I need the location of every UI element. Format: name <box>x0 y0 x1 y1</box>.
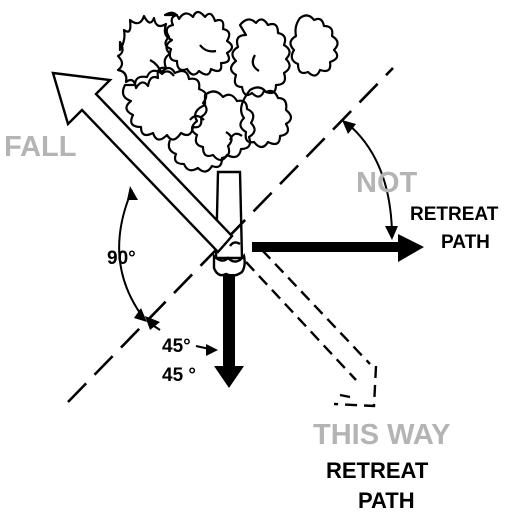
retreat-path-right-line2: PATH <box>441 232 490 253</box>
downward-retreat-arrow <box>214 274 244 388</box>
angle-90-arc <box>118 189 143 317</box>
not-angle-arc <box>347 123 393 233</box>
this-way-label: THIS WAY <box>313 419 451 451</box>
angle-45-label-b: 45 ° <box>162 365 196 386</box>
not-arc-arrowhead-top <box>342 120 356 134</box>
angle-90-arrowhead-top <box>127 186 138 200</box>
not-label: NOT <box>356 167 418 199</box>
retreat-path-bottom-line2: PATH <box>358 488 415 513</box>
retreat-path-bottom-line1: RETREAT <box>326 458 429 483</box>
tree-canopy <box>116 10 339 173</box>
not-retreat-path-arrow <box>252 234 424 262</box>
angle-90-arrowhead-bottom <box>134 308 147 322</box>
not-arc-arrowhead-bottom <box>385 226 398 240</box>
angle-45-label-a: 45° <box>162 336 191 357</box>
retreat-path-dashed-arrow-tip <box>339 393 351 399</box>
angle-45-arrowhead-left <box>145 316 160 330</box>
retreat-path-right-line1: RETREAT <box>410 204 499 225</box>
retreat-path-dashed-arrow <box>245 249 378 408</box>
fall-direction-arrow <box>51 71 234 254</box>
angle-45-arrowhead-right <box>206 344 218 356</box>
fall-label: FALL <box>4 131 77 163</box>
angle-90-label: 90° <box>107 248 136 269</box>
